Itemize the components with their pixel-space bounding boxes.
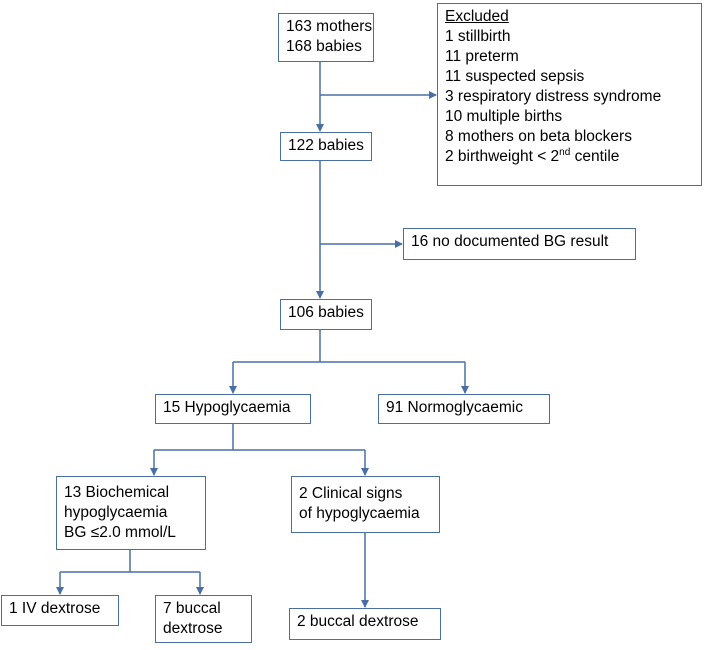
buccal-2-box: 2 buccal dextrose (289, 608, 441, 640)
clinical-signs-box: 2 Clinical signs of hypoglycaemia (291, 476, 440, 533)
excluded-item: 11 preterm (445, 48, 519, 65)
no-bg-label: 16 no documented BG result (411, 233, 609, 250)
buccal-7-line: 7 buccal (163, 600, 221, 617)
excluded-item-birthweight: 2 birthweight < 2nd centile (445, 147, 694, 167)
babies-122-box: 122 babies (280, 132, 372, 161)
hypoglycaemia-label: 15 Hypoglycaemia (163, 399, 291, 416)
excluded-title: Excluded (445, 8, 509, 25)
birthweight-sup: nd (559, 146, 571, 158)
babies-122-label: 122 babies (288, 137, 364, 154)
iv-dextrose-label: 1 IV dextrose (9, 600, 101, 617)
excluded-item: 10 multiple births (445, 108, 563, 125)
biochemical-box: 13 Biochemical hypoglycaemia BG ≤2.0 mmo… (56, 476, 206, 550)
start-babies: 168 babies (286, 38, 362, 55)
babies-106-label: 106 babies (288, 304, 364, 321)
excluded-item: 1 stillbirth (445, 28, 511, 45)
birthweight-prefix: 2 birthweight < 2 (445, 148, 560, 165)
buccal-2-label: 2 buccal dextrose (297, 613, 419, 630)
hypoglycaemia-box: 15 Hypoglycaemia (155, 394, 311, 424)
clinical-line: of hypoglycaemia (299, 505, 420, 522)
buccal-7-line: dextrose (163, 620, 223, 637)
excluded-box: Excluded 1 stillbirth 11 preterm 11 susp… (437, 3, 702, 186)
excluded-item: 11 suspected sepsis (445, 68, 585, 85)
iv-dextrose-box: 1 IV dextrose (1, 595, 119, 626)
biochemical-line: hypoglycaemia (64, 504, 168, 521)
excluded-item: 3 respiratory distress syndrome (445, 88, 662, 105)
clinical-line: 2 Clinical signs (299, 485, 403, 502)
normoglycaemic-label: 91 Normoglycaemic (386, 399, 523, 416)
start-mothers: 163 mothers (286, 18, 373, 35)
excluded-item: 8 mothers on beta blockers (445, 128, 632, 145)
birthweight-suffix: centile (570, 148, 620, 165)
biochemical-line: 13 Biochemical (64, 484, 170, 501)
normoglycaemic-box: 91 Normoglycaemic (378, 394, 550, 424)
start-box: 163 mothers 168 babies (278, 13, 374, 62)
no-bg-box: 16 no documented BG result (403, 228, 636, 260)
biochemical-line: BG ≤2.0 mmol/L (64, 524, 176, 541)
babies-106-box: 106 babies (280, 299, 372, 330)
buccal-7-box: 7 buccal dextrose (155, 595, 252, 643)
